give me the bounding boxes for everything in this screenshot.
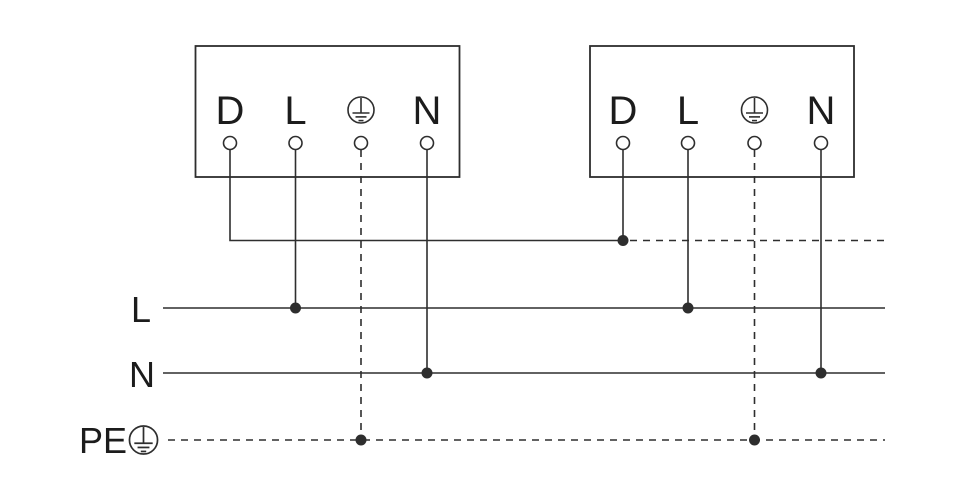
protective-earth-icon — [347, 96, 375, 124]
bus-label-n: N — [129, 354, 155, 395]
junction-dot-l-2 — [682, 302, 694, 314]
protective-earth-icon — [740, 96, 769, 124]
bus-label-l: L — [131, 289, 151, 330]
junction-dots — [290, 235, 827, 446]
device-box-2 — [589, 45, 855, 178]
junction-dot-d-link — [617, 235, 629, 246]
junction-dot-pe-2 — [749, 434, 760, 446]
diagram-labels: D L N D L N L N PE — [79, 89, 835, 461]
terminal-circle-l-1 — [288, 135, 303, 151]
junction-dot-pe-1 — [355, 434, 367, 446]
wire-d-link — [229, 150, 623, 242]
junction-dot-n-1 — [421, 367, 433, 379]
terminal-circle-earth-2 — [747, 135, 762, 151]
terminal-circle-n-1 — [419, 135, 435, 151]
device-box-1 — [194, 45, 461, 178]
terminal-circle-earth-1 — [353, 135, 369, 151]
terminal-label-d-1: D — [216, 89, 245, 133]
junction-dot-n-2 — [815, 367, 827, 379]
terminal-circle-d-1 — [222, 135, 238, 151]
terminal-circle-d-2 — [615, 135, 631, 151]
protective-earth-icon — [128, 425, 159, 455]
terminal-label-l-1: L — [284, 89, 306, 133]
junction-dot-l-1 — [290, 302, 301, 314]
bus-label-pe: PE — [79, 420, 127, 461]
terminal-label-n-2: N — [807, 89, 836, 133]
diagram-strokes — [128, 45, 885, 455]
terminal-label-d-2: D — [609, 89, 638, 133]
terminal-circle-l-2 — [680, 135, 696, 151]
terminal-label-l-2: L — [677, 89, 699, 133]
terminal-circle-n-2 — [813, 135, 829, 151]
terminal-label-n-1: N — [413, 89, 442, 133]
